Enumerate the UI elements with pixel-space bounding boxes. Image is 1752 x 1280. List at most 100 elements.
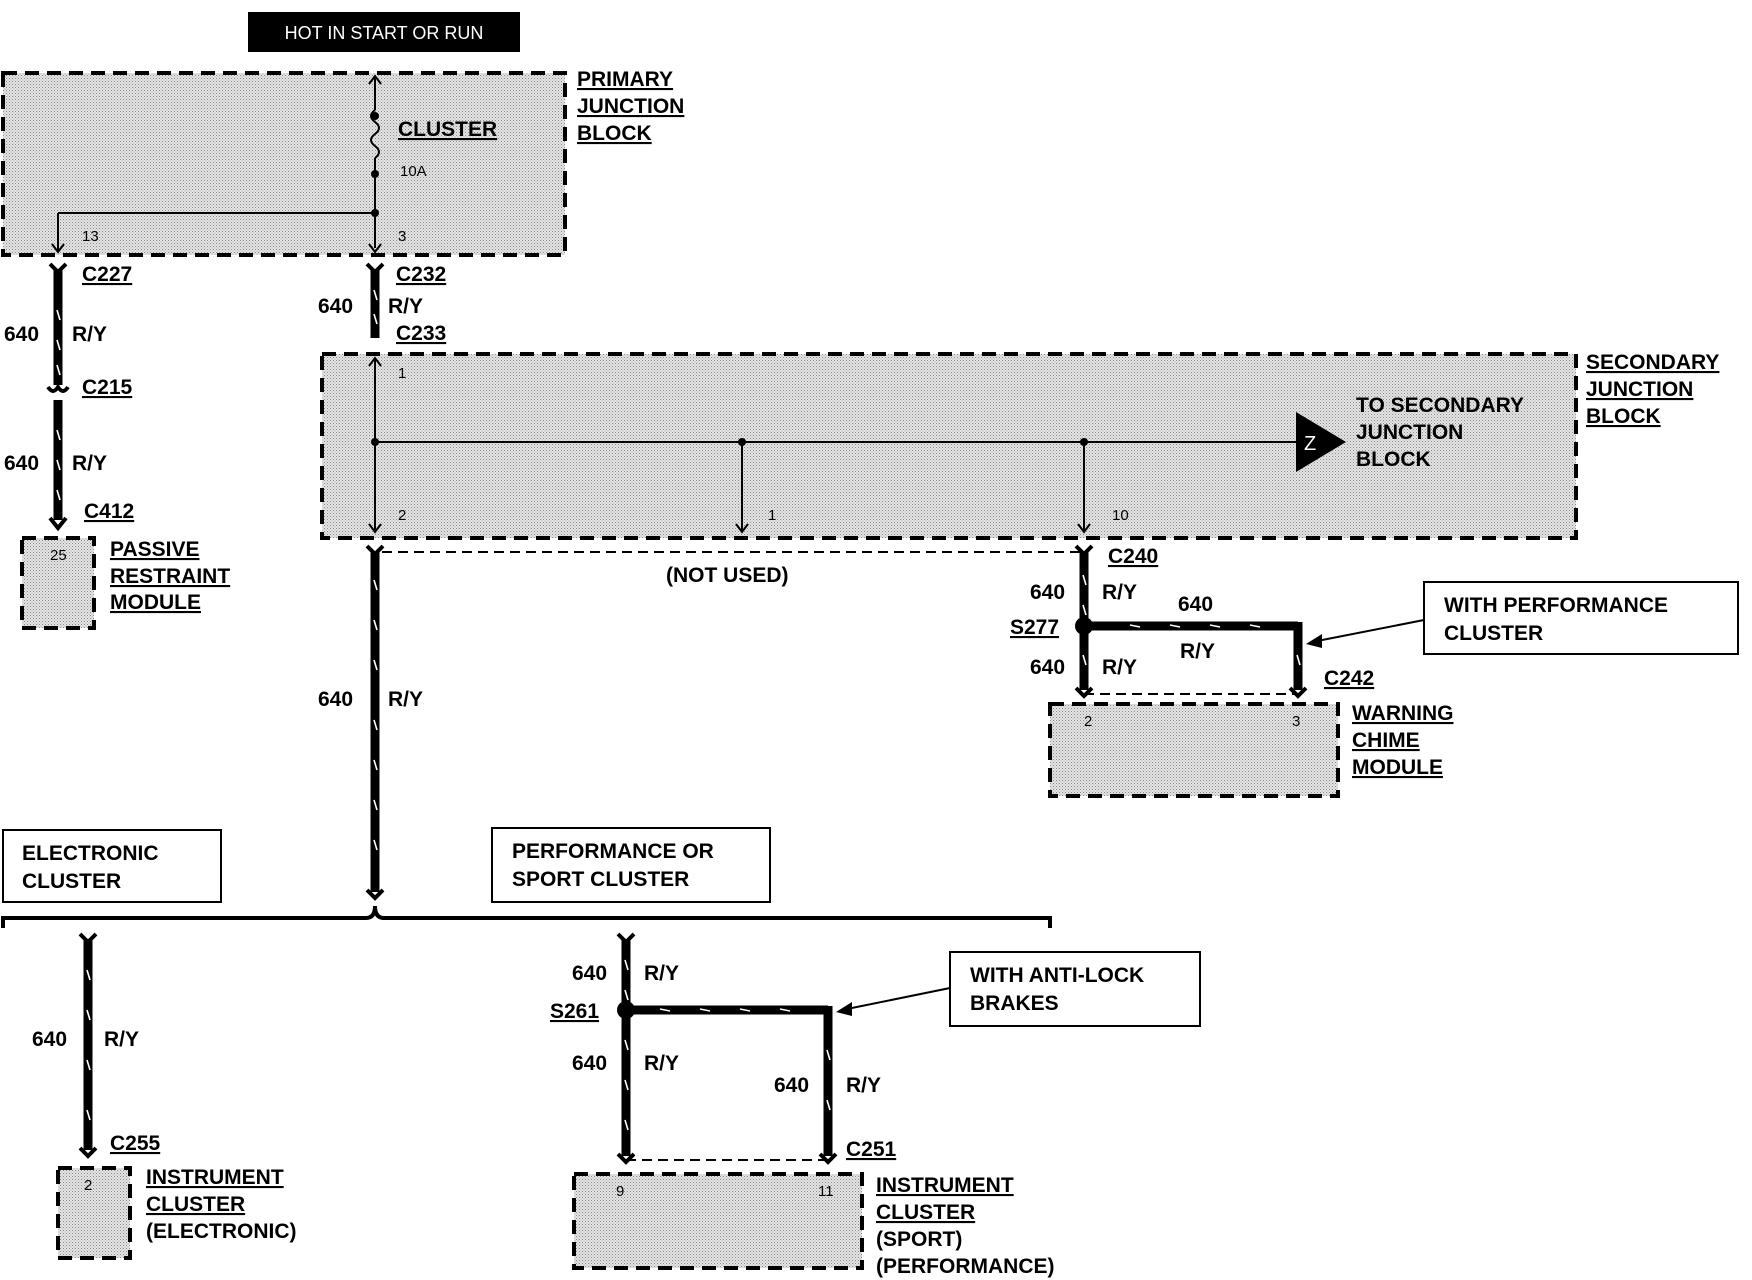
instrument-sport-pin-9: 9 bbox=[616, 1183, 624, 1200]
fuse-rating: 10A bbox=[400, 163, 427, 180]
instrument-sport-pin-11: 11 bbox=[818, 1183, 834, 1200]
instrument-electronic-pin: 2 bbox=[84, 1177, 92, 1194]
secondary-label-2: JUNCTION bbox=[1586, 378, 1693, 401]
wire-circuit: 640 bbox=[572, 1052, 607, 1075]
wire-circuit: 640 bbox=[1178, 593, 1213, 616]
wire-circuit: 640 bbox=[4, 452, 39, 475]
instrument-electronic-2: CLUSTER bbox=[146, 1193, 245, 1216]
instrument-cluster-sport-box bbox=[572, 1172, 864, 1270]
to-secondary-2: JUNCTION bbox=[1356, 421, 1463, 444]
wire-color: R/Y bbox=[1102, 656, 1137, 679]
primary-label-3: BLOCK bbox=[577, 122, 652, 145]
connector-c233: C233 bbox=[396, 322, 446, 345]
pin-2: 2 bbox=[398, 507, 406, 524]
secondary-label-1: SECONDARY bbox=[1586, 351, 1719, 374]
wire-color: R/Y bbox=[72, 323, 107, 346]
wire-circuit: 640 bbox=[4, 323, 39, 346]
wire-color: R/Y bbox=[72, 452, 107, 475]
primary-label-2: JUNCTION bbox=[577, 95, 684, 118]
instrument-electronic-1: INSTRUMENT bbox=[146, 1166, 284, 1189]
instrument-sport-1: INSTRUMENT bbox=[876, 1174, 1014, 1197]
banner-box bbox=[248, 12, 520, 52]
chime-label-2: CHIME bbox=[1352, 729, 1420, 752]
wire-circuit: 640 bbox=[1030, 656, 1065, 679]
pin-3: 3 bbox=[398, 228, 406, 245]
wire-performance-cluster bbox=[616, 932, 838, 1165]
passive-label-1: PASSIVE bbox=[110, 538, 199, 561]
fuse-name: CLUSTER bbox=[398, 118, 497, 141]
wire-circuit: 640 bbox=[572, 962, 607, 985]
with-performance-box bbox=[1423, 581, 1739, 655]
passive-label-2: RESTRAINT bbox=[110, 565, 230, 588]
instrument-cluster-electronic-box bbox=[56, 1166, 132, 1260]
wire-circuit: 640 bbox=[318, 295, 353, 318]
performance-sport-2: SPORT CLUSTER bbox=[512, 868, 689, 891]
electronic-cluster-1: ELECTRONIC bbox=[22, 842, 159, 865]
passive-restraint-pin: 25 bbox=[50, 547, 67, 564]
connector-c242: C242 bbox=[1324, 667, 1374, 690]
chime-pin-3: 3 bbox=[1292, 713, 1300, 730]
pin-13: 13 bbox=[82, 228, 99, 245]
wire-left-branch bbox=[46, 262, 70, 532]
instrument-electronic-3: (ELECTRONIC) bbox=[146, 1220, 297, 1243]
to-secondary-1: TO SECONDARY bbox=[1356, 394, 1524, 417]
with-performance-1: WITH PERFORMANCE bbox=[1444, 594, 1668, 617]
wire-color: R/Y bbox=[1180, 640, 1215, 663]
arrow-letter: Z bbox=[1304, 433, 1316, 455]
secondary-label-3: BLOCK bbox=[1586, 405, 1661, 428]
wire-center-trunk bbox=[365, 544, 385, 901]
wire-circuit: 640 bbox=[32, 1028, 67, 1051]
wire-color: R/Y bbox=[104, 1028, 139, 1051]
banner-text: HOT IN START OR RUN bbox=[285, 23, 484, 43]
with-antilock-1: WITH ANTI-LOCK bbox=[970, 964, 1144, 987]
wire-color: R/Y bbox=[388, 295, 423, 318]
instrument-sport-4: (PERFORMANCE) bbox=[876, 1255, 1055, 1278]
pin-10: 10 bbox=[1112, 507, 1129, 524]
wire-color: R/Y bbox=[846, 1074, 881, 1097]
connector-c215: C215 bbox=[82, 376, 133, 399]
wire-circuit: 640 bbox=[1030, 581, 1065, 604]
wire-color: R/Y bbox=[388, 688, 423, 711]
with-performance-leader bbox=[1311, 619, 1425, 643]
wire-warning-chime bbox=[1074, 544, 1308, 699]
chime-pin-2: 2 bbox=[1084, 713, 1092, 730]
connector-c251: C251 bbox=[846, 1138, 897, 1161]
instrument-sport-2: CLUSTER bbox=[876, 1201, 975, 1224]
pin-1-top: 1 bbox=[398, 365, 406, 382]
pin-1: 1 bbox=[768, 507, 776, 524]
wire-c232-c233 bbox=[365, 262, 385, 338]
passive-restraint-module-box bbox=[20, 536, 96, 630]
wire-color: R/Y bbox=[644, 1052, 679, 1075]
secondary-junction-block: Z 1 2 1 10 TO SECONDARY JUNCTION BLOCK bbox=[320, 352, 1578, 540]
not-used-label: (NOT USED) bbox=[666, 564, 789, 587]
wire-color: R/Y bbox=[644, 962, 679, 985]
warning-chime-module-box bbox=[1048, 702, 1340, 798]
electronic-cluster-2: CLUSTER bbox=[22, 870, 121, 893]
passive-label-3: MODULE bbox=[110, 591, 201, 614]
with-performance-2: CLUSTER bbox=[1444, 622, 1543, 645]
performance-sport-1: PERFORMANCE OR bbox=[512, 840, 714, 863]
performance-sport-box bbox=[491, 827, 771, 903]
connector-c232: C232 bbox=[396, 263, 446, 286]
connector-c227: C227 bbox=[82, 263, 132, 286]
connector-c240: C240 bbox=[1108, 545, 1158, 568]
splice-s261: S261 bbox=[550, 1000, 599, 1023]
wire-circuit: 640 bbox=[318, 688, 353, 711]
connector-c412: C412 bbox=[84, 500, 134, 523]
primary-label-1: PRIMARY bbox=[577, 68, 673, 91]
cluster-split-bracket bbox=[1, 905, 1052, 928]
with-antilock-box bbox=[949, 951, 1201, 1027]
primary-junction-block: CLUSTER 10A 13 3 bbox=[1, 71, 567, 257]
chime-label-1: WARNING bbox=[1352, 702, 1454, 725]
with-antilock-leader bbox=[841, 987, 951, 1011]
chime-label-3: MODULE bbox=[1352, 756, 1443, 779]
wire-color: R/Y bbox=[1102, 581, 1137, 604]
instrument-sport-3: (SPORT) bbox=[876, 1228, 962, 1251]
with-antilock-2: BRAKES bbox=[970, 992, 1059, 1015]
wire-circuit: 640 bbox=[774, 1074, 809, 1097]
wire-electronic-cluster bbox=[78, 932, 98, 1159]
electronic-cluster-box bbox=[2, 829, 222, 903]
connector-c255: C255 bbox=[110, 1132, 161, 1155]
splice-s277: S277 bbox=[1010, 616, 1059, 639]
